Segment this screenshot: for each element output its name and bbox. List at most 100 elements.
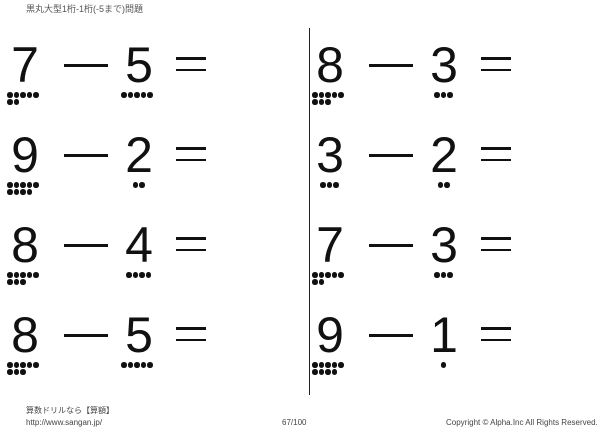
dot [440,272,447,278]
counting-dots [132,182,173,189]
dot [7,92,13,98]
dot [312,362,318,368]
dot [26,182,32,188]
operand-digit: 9 [316,307,344,363]
dot [7,362,13,368]
dot [440,362,447,368]
equals-sign [481,147,511,170]
dot [26,272,32,278]
minus-sign [369,64,413,67]
dot [20,189,26,195]
operand: 2 [122,127,156,188]
counting-dots [434,272,474,279]
minus-sign [369,244,413,247]
dot [147,92,153,98]
minus-sign [64,334,108,337]
minus-sign [369,154,413,157]
dot [20,182,26,188]
operand: 9 [312,307,347,375]
dot [318,279,324,285]
operand: 8 [7,217,42,285]
operand-digit: 2 [125,127,153,183]
dot [132,182,138,188]
dot [312,92,318,98]
footer-copyright: Copyright © Alpha.Inc All Rights Reserve… [446,418,598,427]
dot [140,92,146,98]
column-divider [309,28,310,395]
dot [338,272,344,278]
dot [7,279,13,285]
dot [13,279,19,285]
dot [7,272,13,278]
counting-dots [434,92,474,99]
operand-digit: 4 [125,217,153,273]
dot [326,182,333,188]
dot [440,92,447,98]
counting-dots [7,362,47,376]
dot [20,272,26,278]
footer-brand: 算数ドリルなら【算額】 [26,406,114,415]
dot [26,362,32,368]
dot [338,92,344,98]
dot [127,362,133,368]
operand-digit: 9 [11,127,39,183]
operand-digit: 7 [11,37,39,93]
dot [7,189,13,195]
dot [325,362,331,368]
operand-digit: 8 [11,217,39,273]
footer-url[interactable]: http://www.sangan.jp/ [26,418,103,427]
dot [447,272,453,278]
dot [325,99,331,105]
counting-dots [121,362,161,369]
dot [20,362,26,368]
counting-dots [7,182,47,196]
dot [331,272,337,278]
operand: 5 [121,40,156,98]
dot [33,272,39,278]
dot [139,272,145,278]
counting-dots [121,92,161,99]
dot [20,279,26,285]
operand: 8 [312,40,347,105]
dot [20,369,26,375]
dot [134,362,140,368]
operand-digit: 3 [316,127,344,183]
dot [26,92,32,98]
operand-digit: 5 [125,307,153,363]
minus-sign [64,154,108,157]
dot [126,272,132,278]
dot [20,92,26,98]
equals-sign [176,327,206,350]
operand: 9 [7,127,42,195]
dot [13,92,19,98]
equals-sign [176,237,206,260]
dot [312,99,318,105]
dot [140,362,146,368]
dot [434,92,440,98]
dot [145,272,151,278]
dot [147,362,153,368]
dot [338,362,344,368]
equals-sign [481,327,511,350]
dot [121,362,127,368]
operand: 8 [7,307,42,375]
dot [139,182,145,188]
dot [13,99,19,105]
dot [312,272,318,278]
equals-sign [176,147,206,170]
operand-digit: 8 [11,307,39,363]
counting-dots [7,92,47,106]
operand-digit: 7 [316,217,344,273]
dot [318,272,324,278]
dot [132,272,138,278]
counting-dots [437,182,478,189]
dot [331,369,337,375]
equals-sign [481,57,511,80]
dot [33,362,39,368]
